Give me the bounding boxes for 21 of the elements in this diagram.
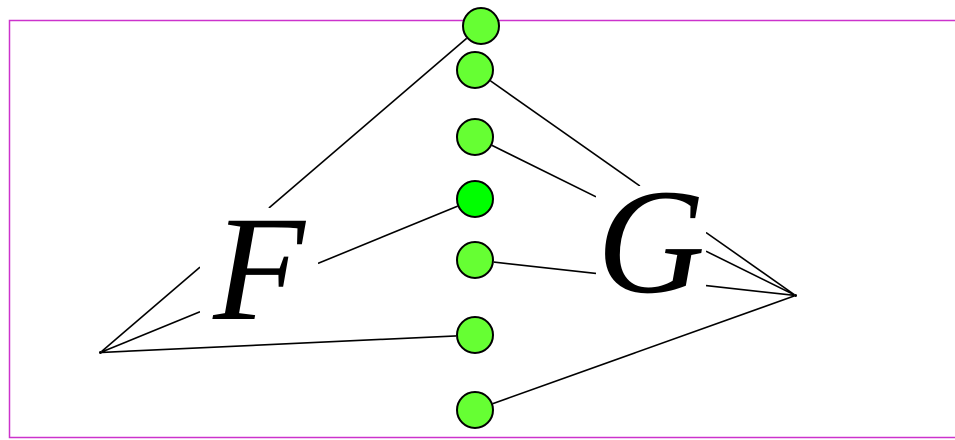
circle-node bbox=[456, 391, 494, 429]
connector-line bbox=[706, 232, 795, 296]
connector-line bbox=[706, 250, 795, 296]
connector-line bbox=[492, 144, 596, 198]
connector-line bbox=[318, 205, 458, 264]
circle-node bbox=[456, 316, 494, 354]
circle-node bbox=[456, 51, 494, 89]
junction-point bbox=[794, 294, 797, 297]
connector-line bbox=[494, 261, 596, 274]
connector-line bbox=[101, 266, 201, 352]
junction-point bbox=[99, 351, 102, 354]
circle-node bbox=[456, 180, 494, 218]
circle-node bbox=[462, 7, 500, 45]
connector-line bbox=[490, 80, 640, 187]
circle-node bbox=[456, 241, 494, 279]
connector-line bbox=[706, 284, 794, 296]
circle-node bbox=[456, 118, 494, 156]
connector-line bbox=[492, 295, 794, 404]
connector-line bbox=[268, 38, 468, 209]
connector-line bbox=[102, 310, 200, 353]
connector-line bbox=[102, 335, 456, 354]
